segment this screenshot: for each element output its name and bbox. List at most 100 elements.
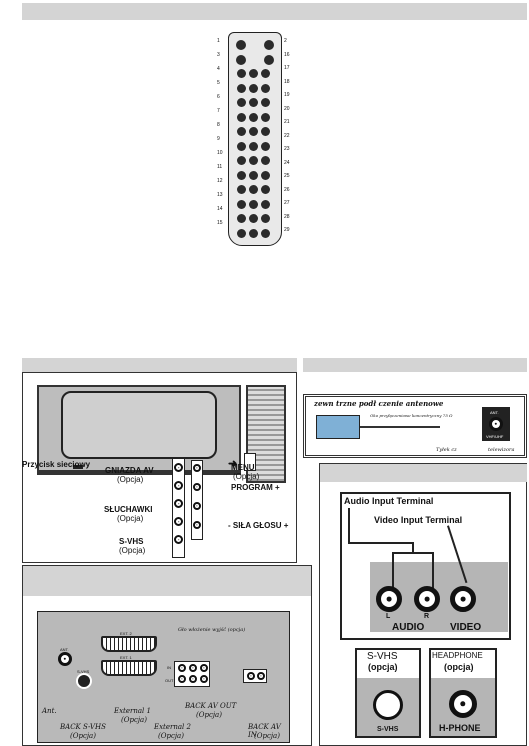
antenna-title: zewn trzne podł czenie antenowe xyxy=(314,399,444,408)
svhs-socket-icon xyxy=(373,690,403,720)
remote-button[interactable] xyxy=(261,170,270,180)
remote-callout-right: 17 xyxy=(284,65,290,71)
remote-button[interactable] xyxy=(261,214,270,223)
rear-rca-jack-icon xyxy=(200,664,208,672)
remote-button[interactable] xyxy=(249,69,258,78)
power-switch[interactable] xyxy=(73,465,83,469)
remote-button[interactable] xyxy=(237,141,246,151)
label-external1: External 1 xyxy=(114,707,151,715)
front-control-button-icon[interactable] xyxy=(193,521,201,529)
headphone-label: SŁUCHAWKI xyxy=(104,505,153,514)
scart-ext2 xyxy=(101,636,157,652)
remote-button[interactable] xyxy=(236,40,246,50)
control-button-strip xyxy=(191,460,203,540)
scart-ext1 xyxy=(101,660,157,676)
remote-button[interactable] xyxy=(249,170,258,180)
remote-button[interactable] xyxy=(261,127,270,136)
remote-button[interactable] xyxy=(249,185,258,194)
tv-front-panel-box: ➜ Przycisk sieciowy GNIAZDA AV (Opcja) S… xyxy=(22,372,297,563)
remote-button[interactable] xyxy=(261,98,270,107)
remote-button[interactable] xyxy=(237,127,246,136)
audio-r-jack-icon xyxy=(414,586,440,612)
remote-button[interactable] xyxy=(249,199,258,209)
front-control-button-icon[interactable] xyxy=(193,464,201,472)
front-control-button-icon[interactable] xyxy=(193,502,201,510)
remote-button[interactable] xyxy=(249,98,258,107)
label-external2: External 2 xyxy=(154,723,191,731)
remote-callout-left: 13 xyxy=(217,192,223,198)
remote-button[interactable] xyxy=(237,214,246,223)
cable-note: Oko przyłączeniowe koncentryczny 75 Ω xyxy=(370,413,453,418)
svhs-box-bottom: S-VHS xyxy=(377,726,399,733)
remote-callout-left: 14 xyxy=(217,206,223,212)
remote-callout-right: 23 xyxy=(284,146,290,152)
svhs-box-option: (opcja) xyxy=(368,662,398,672)
remote-button[interactable] xyxy=(237,112,246,122)
remote-button[interactable] xyxy=(237,69,246,78)
program-label: PROGRAM + xyxy=(231,483,280,492)
remote-button[interactable] xyxy=(249,156,258,165)
remote-button[interactable] xyxy=(249,127,258,136)
audio-l-jack-icon xyxy=(376,586,402,612)
remote-button[interactable] xyxy=(237,98,246,107)
remote-callout-right: 28 xyxy=(284,213,290,220)
remote-button[interactable] xyxy=(261,156,270,165)
arrow-to-side-panel: ➜ xyxy=(228,458,238,470)
back-svhs-socket-icon xyxy=(76,673,92,689)
remote-button[interactable] xyxy=(249,228,258,238)
svhs-front-option: (Opcja) xyxy=(119,546,146,555)
rear-rca-jack-icon xyxy=(200,675,208,683)
svhs-front-label: S-VHS xyxy=(119,537,144,546)
remote-button[interactable] xyxy=(236,54,246,65)
remote-callout-right: 22 xyxy=(284,132,290,139)
av-jacks-label: GNIAZDA AV xyxy=(105,466,154,475)
remote-button[interactable] xyxy=(261,83,270,93)
remote-callout-left: 6 xyxy=(217,94,220,100)
remote-button[interactable] xyxy=(249,83,258,93)
rear-rca-jack-icon xyxy=(178,664,186,672)
remote-button[interactable] xyxy=(237,199,246,209)
label-external2-option: (Opcja) xyxy=(158,732,184,740)
remote-callout-right: 27 xyxy=(284,200,290,206)
remote-button[interactable] xyxy=(237,170,246,180)
remote-callout-right: 2 xyxy=(284,38,287,44)
audio-input-label: Audio Input Terminal xyxy=(344,496,434,506)
av-jacks-option: (Opcja) xyxy=(117,475,144,484)
headphone-jack-icon xyxy=(449,690,477,718)
remote-button[interactable] xyxy=(261,112,270,122)
label-back-av-in-option: (Opcja) xyxy=(254,732,280,740)
rear-rca-jack-icon xyxy=(189,675,197,683)
remote-callout-left: 10 xyxy=(217,150,223,156)
label-back-av-out-option: (Opcja) xyxy=(196,711,222,719)
remote-button[interactable] xyxy=(261,228,270,238)
remote-button[interactable] xyxy=(237,185,246,194)
remote-callout-left: 3 xyxy=(217,52,220,58)
remote-button[interactable] xyxy=(237,156,246,165)
tv-base-line xyxy=(37,472,241,475)
side-connector-panel xyxy=(244,453,256,471)
remote-button[interactable] xyxy=(261,69,270,78)
rear-rca-jack-icon xyxy=(247,672,255,680)
remote-button[interactable] xyxy=(249,214,258,223)
top-header-bar xyxy=(22,3,527,20)
remote-callout-left: 12 xyxy=(217,178,223,184)
remote-button[interactable] xyxy=(261,141,270,151)
remote-callout-right: 16 xyxy=(284,51,290,58)
antenna-socket-icon xyxy=(489,417,503,431)
remote-button[interactable] xyxy=(261,199,270,209)
audio-bracket-top xyxy=(348,542,414,544)
remote-button[interactable] xyxy=(237,228,246,238)
remote-button[interactable] xyxy=(249,112,258,122)
audio-l-label: L xyxy=(386,613,391,620)
remote-button[interactable] xyxy=(261,185,270,194)
ext2-label: EXT. 2 xyxy=(120,631,132,636)
out-label: OUT xyxy=(165,678,174,683)
remote-button[interactable] xyxy=(264,54,274,65)
av-terminal-box: Audio Input Terminal Video Input Termina… xyxy=(340,492,511,640)
remote-button[interactable] xyxy=(237,83,246,93)
remote-button[interactable] xyxy=(264,40,274,50)
rear-rca-jack-icon xyxy=(178,675,186,683)
front-av-jack-icon xyxy=(174,481,183,490)
remote-button[interactable] xyxy=(249,141,258,151)
front-control-button-icon[interactable] xyxy=(193,483,201,491)
